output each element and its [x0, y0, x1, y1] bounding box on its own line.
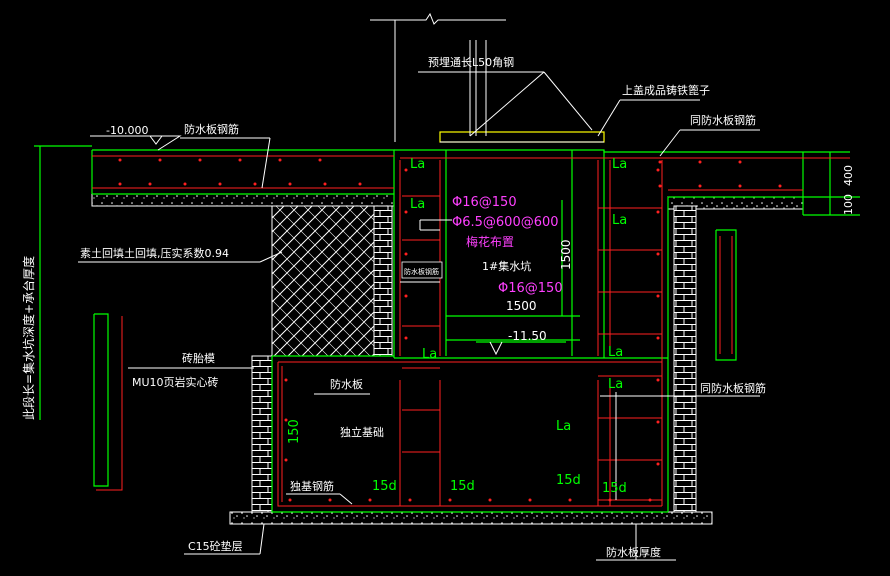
label-la-8: La: [556, 419, 571, 434]
label-pit-name: 1#集水坑: [482, 259, 531, 273]
label-elev-top: -10.000: [106, 124, 148, 137]
label-dim-1500-h: 1500: [506, 299, 537, 313]
label-la-6: La: [608, 345, 623, 360]
label-waterproof-board: 防水板: [330, 377, 363, 391]
brick-wall-right: [673, 205, 697, 513]
backfill-hatch: [271, 205, 375, 357]
label-la-5: La: [422, 347, 437, 362]
label-plum-layout: 梅花布置: [466, 234, 514, 249]
brick-wall-upper-left: [373, 205, 393, 357]
label-c15: C15砼垫层: [188, 539, 243, 553]
pit-side-rebar-tag: [401, 261, 443, 279]
label-la-1: La: [410, 157, 425, 172]
label-rebar-phi16-150-b: Φ16@150: [498, 281, 563, 296]
label-slab-thickness: 防水板厚度: [606, 545, 661, 559]
label-la-7: La: [608, 377, 623, 392]
label-dim-400: 400: [842, 165, 855, 186]
label-15d-1: 15d: [372, 479, 397, 494]
label-cast-iron-cover: 上盖成品铸铁篦子: [622, 83, 710, 97]
label-dim-1500-v: 1500: [559, 239, 573, 270]
label-isolated-foundation: 独立基础: [340, 425, 384, 439]
concrete-outline: [34, 145, 860, 513]
label-slab-rebar: 防水板钢筋: [184, 122, 239, 136]
label-mu10: MU10页岩实心砖: [132, 375, 219, 389]
c15-cushion-layer: [229, 511, 713, 525]
label-embed-angle: 预埋通长L50角钢: [428, 56, 514, 69]
label-elev-pit: -11.50: [508, 329, 547, 343]
leader-lines: [78, 12, 760, 561]
cast-iron-cover: [439, 131, 605, 143]
gravel-layer-top: [91, 193, 395, 207]
label-la-3: La: [612, 157, 627, 172]
label-pit-side-rebar: 防水板钢筋: [404, 267, 439, 276]
label-15d-4: 15d: [602, 481, 627, 496]
label-la-2: La: [410, 197, 425, 212]
label-150: 150: [287, 419, 302, 444]
label-la-4: La: [612, 213, 627, 228]
label-rebar-phi16-150: Φ16@150: [452, 195, 517, 210]
brick-wall-lower-left: [251, 355, 273, 513]
rebar-lines: [92, 155, 850, 507]
label-15d-2: 15d: [450, 479, 475, 494]
label-15d-3: 15d: [556, 473, 581, 488]
label-left-dim: 此段长=集水坑深度+承台厚度: [21, 256, 36, 420]
label-foundation-rebar: 独基钢筋: [290, 479, 334, 493]
label-rebar-phi6: Φ6.5@600@600: [452, 215, 559, 230]
label-backfill: 素土回填土回填,压实系数0.94: [80, 246, 229, 260]
label-same-slab-rebar-2: 同防水板钢筋: [700, 381, 766, 395]
label-brick-mold: 砖胎模: [182, 351, 215, 365]
label-same-slab-rebar: 同防水板钢筋: [690, 113, 756, 127]
label-dim-100: 100: [842, 194, 855, 215]
rebar-dots: [118, 158, 782, 502]
